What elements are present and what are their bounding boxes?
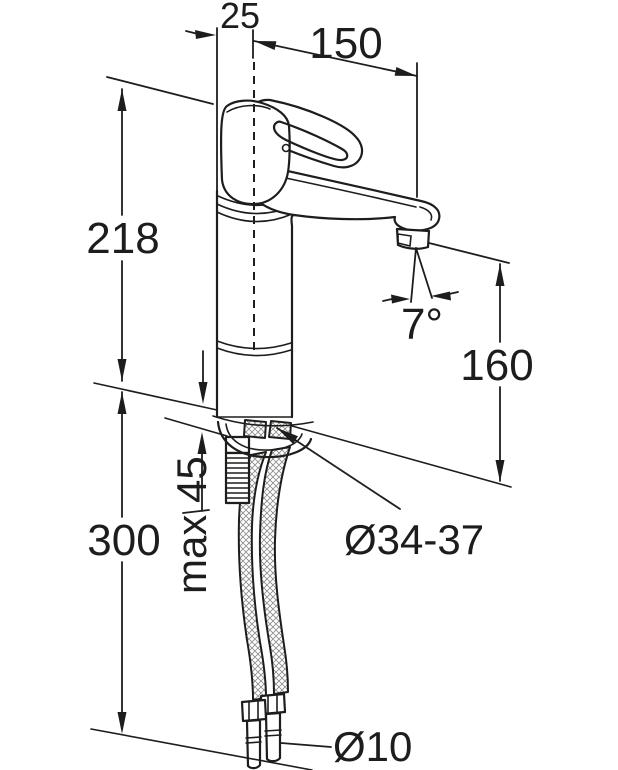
dim-150-label: 150 xyxy=(309,19,382,68)
tap-body xyxy=(215,189,298,419)
dim-218-label: 218 xyxy=(86,214,159,263)
connector-left-collar xyxy=(240,698,268,723)
dim-160-label: 160 xyxy=(460,341,533,390)
handle-cap xyxy=(219,99,291,206)
dim-hole-dia-label: Ø34-37 xyxy=(344,516,484,563)
cap-top-highlight xyxy=(226,104,271,113)
leader-hole-diameter: Ø34-37 xyxy=(276,427,484,563)
dimension-max-45: max 45 xyxy=(168,350,215,594)
dim-25-label: 25 xyxy=(220,0,260,36)
spout-tip-highlight xyxy=(419,206,433,221)
lever-cutout xyxy=(272,120,349,162)
lever-handle xyxy=(219,98,364,206)
dimension-150: 150 xyxy=(253,19,418,198)
aerator-notch xyxy=(397,233,412,248)
flange-outer-arc xyxy=(216,420,313,459)
countertop-line-left xyxy=(93,382,218,411)
reference-lines xyxy=(90,382,512,770)
hose-fitting-left xyxy=(243,419,267,439)
dim-pipe-dia-label: Ø10 xyxy=(333,723,412,770)
countertop-line-right xyxy=(291,425,512,488)
connector-left-tube xyxy=(245,718,262,770)
dimension-25: 25 xyxy=(185,0,260,197)
aerator xyxy=(395,227,431,250)
dimension-300: 300 xyxy=(87,391,161,734)
counter-hole-rim xyxy=(212,415,314,427)
threaded-shank xyxy=(224,435,251,505)
dim-max-45-label: max 45 xyxy=(168,456,215,594)
dim-300-label: 300 xyxy=(87,516,160,565)
counter-bottom-line xyxy=(164,417,228,437)
lever-nub xyxy=(281,143,291,153)
floor-line xyxy=(90,728,313,770)
hose-connectors xyxy=(240,692,287,770)
connector-right-tube xyxy=(264,711,282,763)
dimension-160: 160 xyxy=(428,242,534,482)
hose-right xyxy=(258,446,291,695)
spout xyxy=(248,161,441,250)
body-seam-2 xyxy=(216,347,292,357)
leader-pipe-diameter: Ø10 xyxy=(280,723,412,770)
dimension-218: 218 xyxy=(86,76,214,382)
dim-angle-label: 7° xyxy=(401,300,443,349)
shank-thread-ribs xyxy=(225,457,250,499)
dimension-angle-7: 7° xyxy=(382,247,459,349)
